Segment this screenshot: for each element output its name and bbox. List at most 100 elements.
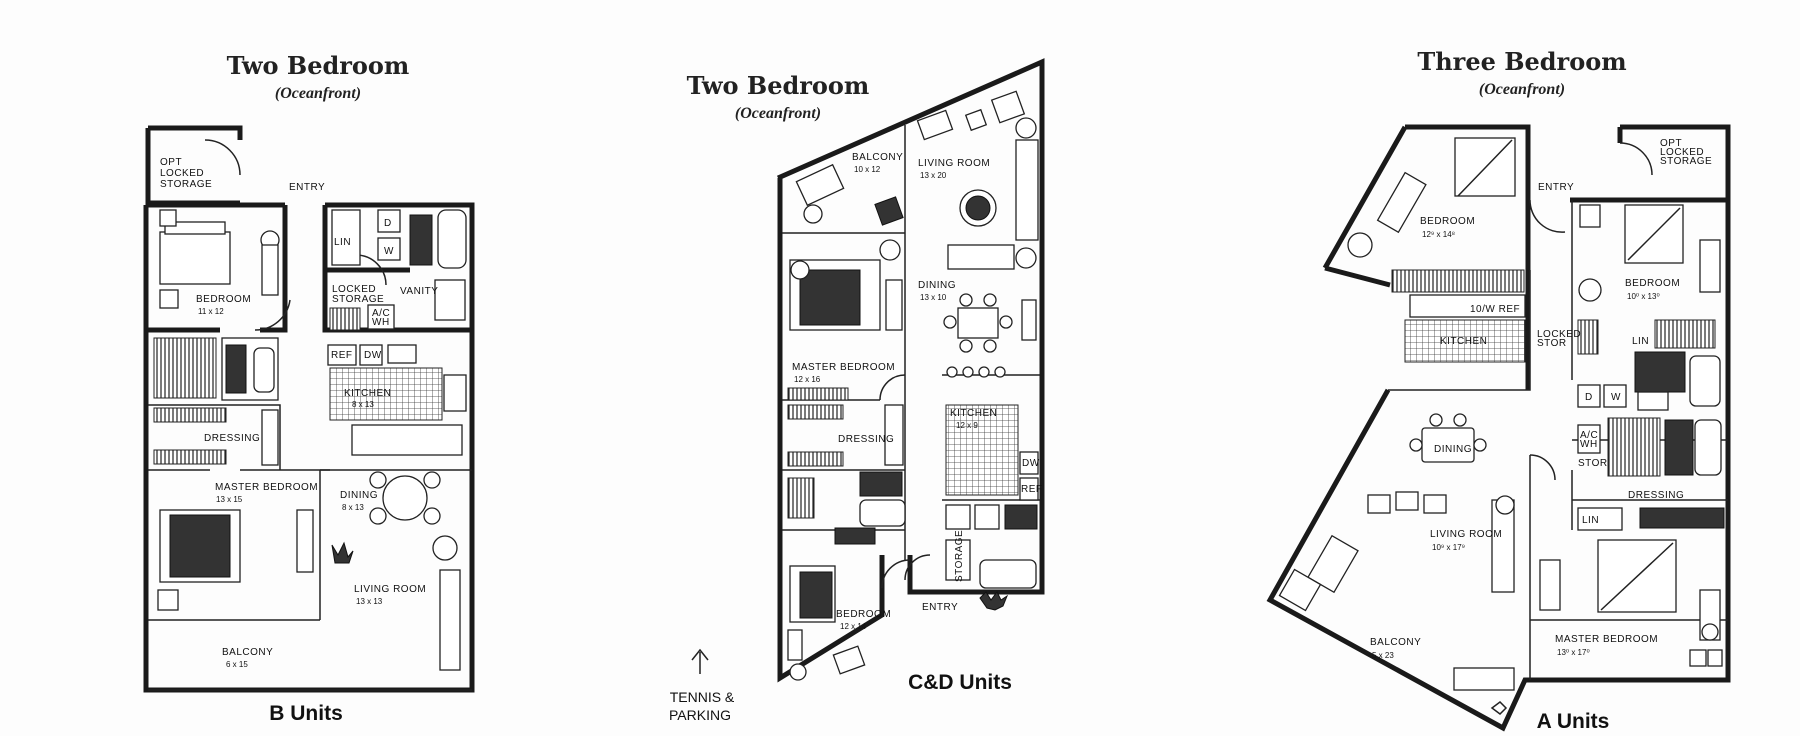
chair <box>1453 413 1467 427</box>
master-dimensions: 13 x 15 <box>216 495 243 504</box>
refrigerator <box>327 344 357 366</box>
nightstand <box>1579 204 1601 228</box>
closet <box>787 451 844 467</box>
bedspread <box>799 269 861 326</box>
dining-dimensions: 8 x 13 <box>342 503 364 512</box>
kitchen-dimensions: 8 x 13 <box>352 400 374 409</box>
dressing-label: DRESSING <box>838 434 894 445</box>
storage-label: LOCKED <box>160 168 204 179</box>
nightstand <box>157 589 179 611</box>
plan-title: Two Bedroom <box>227 51 410 80</box>
table <box>964 108 988 132</box>
door-swing <box>879 374 906 401</box>
plan-b-units: Two Bedroom (Oceanfront) <box>143 51 475 725</box>
plan-subtitle: (Oceanfront) <box>275 85 361 102</box>
tub <box>979 559 1037 589</box>
pillows <box>164 221 226 235</box>
w-label: W <box>1611 392 1621 403</box>
ac-unit <box>367 304 395 330</box>
bedroom1-dimensions: 12⁹ x 14⁸ <box>1422 230 1455 239</box>
dresser <box>261 244 279 296</box>
shower <box>859 471 903 497</box>
table <box>874 196 904 226</box>
chair <box>983 339 997 353</box>
kitchen-dimensions: 12 x 9 <box>956 421 978 430</box>
plant-icon <box>331 541 354 564</box>
balcony-label: BALCONY <box>222 647 273 658</box>
chair <box>369 507 387 525</box>
bath-tile <box>225 344 247 394</box>
dresser <box>885 279 903 331</box>
vanity-sink <box>434 279 466 321</box>
lounge-chair <box>795 163 845 207</box>
tub <box>1689 355 1721 407</box>
locked-storage-label: STORAGE <box>332 294 384 305</box>
plan-title: Three Bedroom <box>1417 47 1626 76</box>
closet <box>1577 319 1599 355</box>
plan-title: Two Bedroom <box>687 71 870 100</box>
bed <box>159 231 231 285</box>
locked-storage-door <box>355 254 387 286</box>
d-label: D <box>384 218 392 229</box>
storage-label: OPT <box>160 157 182 168</box>
dw-label: DW <box>1022 458 1040 469</box>
bedroom-label: BEDROOM <box>836 609 891 620</box>
chair <box>990 90 1026 124</box>
locked-storage-shelf <box>329 307 361 331</box>
wh-label: WH <box>372 317 390 328</box>
chair <box>1409 438 1423 452</box>
kitchen-floor <box>1404 319 1526 363</box>
vanity <box>261 409 279 466</box>
stor-label: STOR <box>1578 458 1608 469</box>
nightstand <box>1689 649 1707 667</box>
living-walls <box>1529 455 1728 680</box>
bedroom-label: BEDROOM <box>196 294 251 305</box>
balcony-dimensions: 10 x 12 <box>854 165 881 174</box>
door-swing <box>204 139 241 176</box>
kitchen-label: KITCHEN <box>950 408 997 419</box>
bed-fold <box>1627 207 1681 261</box>
dresser <box>1539 559 1561 611</box>
entry-label: ENTRY <box>289 182 325 193</box>
closet <box>787 477 815 519</box>
balcony-dimensions: 6 x 15 <box>226 660 248 669</box>
lamp <box>1015 117 1037 139</box>
sink <box>1637 391 1669 411</box>
dresser <box>1699 239 1721 293</box>
lamp <box>1347 232 1373 258</box>
ac-label: A/C <box>372 308 390 319</box>
living-room-label: LIVING ROOM <box>1430 529 1502 540</box>
vanity-label: VANITY <box>400 286 438 297</box>
sink <box>387 344 417 364</box>
chair <box>999 315 1013 329</box>
side-chair <box>432 535 458 561</box>
bedspread <box>799 571 833 619</box>
dw-ref-label: 10/W REF <box>1470 304 1520 315</box>
closet <box>153 337 217 399</box>
plan-cd-units: Two Bedroom (Oceanfront) <box>669 58 1045 723</box>
ref-label: REF <box>1021 484 1043 495</box>
master-bedroom-label: MASTER BEDROOM <box>1555 634 1658 645</box>
chair <box>1367 494 1391 514</box>
dryer <box>377 237 401 261</box>
bedroom-walls <box>1322 124 1531 390</box>
wh-label: WH <box>1580 439 1598 450</box>
balcony-label: BALCONY <box>1370 637 1421 648</box>
washer <box>1603 384 1627 408</box>
closet <box>787 404 844 420</box>
buffet <box>1021 299 1037 341</box>
chair <box>1278 568 1322 612</box>
living-room-label: LIVING ROOM <box>918 158 990 169</box>
chair <box>959 339 973 353</box>
storage-door <box>1619 142 1653 176</box>
chair <box>369 471 387 489</box>
storage-label: STORAGE <box>160 179 212 190</box>
bedroom1-label: BEDROOM <box>1420 216 1475 227</box>
refrigerator <box>1019 477 1039 501</box>
entry-label: ENTRY <box>1538 182 1574 193</box>
bedspread <box>169 514 231 578</box>
chair <box>803 204 823 224</box>
shower <box>1664 419 1694 476</box>
master-bedroom-label: MASTER BEDROOM <box>215 482 318 493</box>
